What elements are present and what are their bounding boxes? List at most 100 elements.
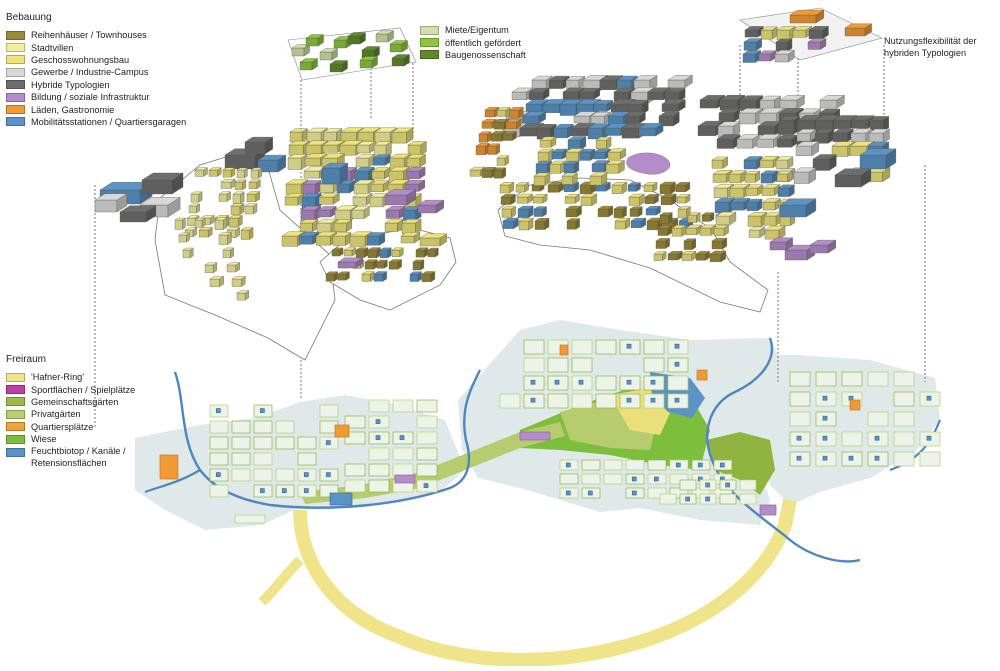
building-face: [246, 193, 256, 202]
building-face: [198, 229, 209, 238]
ground-block: [867, 411, 889, 427]
building-face: [579, 91, 594, 100]
building-face: [391, 131, 407, 144]
legend-label: Feuchtbiotop / Kanäle / Retensionsfläche…: [31, 446, 126, 469]
ground-block: [848, 395, 854, 401]
building-face: [298, 231, 320, 237]
ground-block: [530, 379, 536, 385]
building-face: [738, 108, 764, 114]
building-face: [551, 151, 563, 160]
building-face: [815, 115, 841, 121]
legend-item: öffentlich gefördert: [420, 36, 526, 48]
building-face: [333, 222, 347, 232]
building-face: [831, 141, 856, 147]
ground-block: [822, 435, 828, 441]
building-face: [490, 133, 502, 142]
building-face: [851, 119, 868, 129]
building-face: [502, 217, 520, 222]
building-face: [188, 203, 201, 207]
building-face: [775, 156, 794, 161]
building-face: [209, 276, 225, 280]
ground-block: [719, 493, 737, 505]
building-face: [329, 60, 349, 65]
building-face: [844, 27, 866, 37]
building-face: [364, 261, 374, 270]
building-face: [759, 159, 774, 168]
building-face: [481, 119, 498, 123]
building-face: [511, 91, 527, 100]
building-face: [565, 151, 579, 162]
building-face: [343, 247, 357, 251]
building-face: [288, 140, 311, 146]
building-face: [496, 109, 507, 117]
ground-block: [215, 472, 221, 477]
building-face: [522, 111, 547, 117]
building-face: [590, 112, 612, 117]
building-face: [384, 194, 408, 206]
building-face: [777, 184, 795, 189]
ground-block: [631, 476, 637, 482]
legend-swatch: [6, 117, 25, 127]
building-face: [318, 192, 340, 198]
building-face: [714, 197, 736, 203]
building-face: [305, 34, 325, 39]
ground-block: [281, 488, 287, 493]
building-face: [548, 75, 570, 81]
building-face: [339, 140, 364, 146]
building-face: [638, 123, 664, 129]
building-face: [764, 225, 786, 231]
building-face: [321, 167, 341, 185]
ground-block: [603, 473, 623, 485]
building-face: [333, 219, 353, 224]
building-face: [776, 29, 791, 40]
building-face: [738, 112, 756, 125]
building-face: [759, 156, 780, 161]
building-face: [304, 157, 321, 167]
building-face: [607, 111, 631, 117]
building-face: [712, 170, 733, 175]
legend-label: 'Hafner-Ring': [31, 372, 85, 383]
building-face: [407, 141, 427, 146]
ground-block: [893, 391, 915, 407]
building-face: [559, 103, 577, 116]
building-face: [627, 184, 637, 192]
ground-block: [259, 488, 265, 493]
building-face: [579, 148, 596, 153]
building-face: [535, 160, 553, 165]
building-face: [299, 58, 319, 63]
legend-label: Wiese: [31, 434, 57, 445]
building-face: [630, 87, 656, 93]
building-face: [366, 232, 386, 237]
ground-block: [530, 397, 536, 403]
building-face: [427, 247, 439, 251]
ground-block: [423, 483, 429, 488]
building-face: [220, 181, 232, 189]
building-face: [795, 145, 813, 156]
building-face: [580, 196, 593, 206]
legend-swatch: [6, 434, 25, 444]
building-face: [336, 183, 350, 194]
building-face: [352, 196, 367, 206]
building-face: [391, 127, 414, 133]
building-face: [628, 196, 640, 206]
building-face: [194, 219, 203, 228]
building-face: [182, 247, 194, 251]
legend-swatch: [6, 397, 25, 407]
building-face: [519, 123, 545, 129]
building-face: [728, 173, 742, 183]
building-face: [761, 187, 775, 196]
building-face: [605, 163, 619, 174]
building-face: [244, 205, 254, 215]
building-face: [775, 41, 788, 52]
ground-block: [626, 343, 632, 349]
building-face: [198, 227, 213, 231]
ground-block: [578, 379, 584, 385]
building-face: [758, 107, 786, 114]
building-face: [611, 181, 628, 186]
building-face: [487, 145, 497, 155]
building-face: [303, 170, 320, 179]
building-face: [664, 87, 686, 93]
building-face: [305, 144, 322, 155]
